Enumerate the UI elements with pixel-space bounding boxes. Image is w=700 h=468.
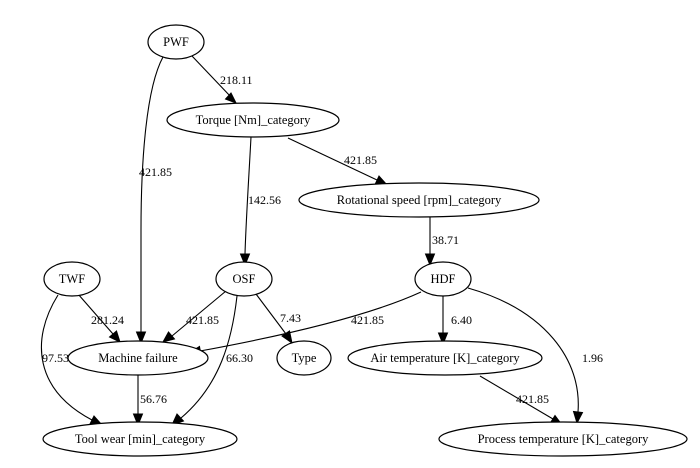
node-label-machine-failure: Machine failure bbox=[98, 351, 178, 365]
node-air-temperature: Air temperature [K]_category bbox=[347, 340, 543, 376]
edge-twf-tool-wear: 97.53 bbox=[40, 294, 104, 426]
edge-label-osf-type: 7.43 bbox=[280, 311, 301, 325]
edge-twf-machine-failure: 281.24 bbox=[77, 293, 124, 343]
node-label-tool-wear: Tool wear [min]_category bbox=[75, 432, 206, 446]
node-rotational-speed: Rotational speed [rpm]_category bbox=[298, 182, 540, 218]
node-label-air-temperature: Air temperature [K]_category bbox=[370, 351, 520, 365]
node-pwf: PWF bbox=[147, 24, 205, 60]
node-label-process-temperature: Process temperature [K]_category bbox=[478, 432, 650, 446]
edge-label-hdf-machine-failure: 421.85 bbox=[351, 313, 384, 327]
edge-rotational-hdf: 38.71 bbox=[424, 216, 459, 267]
edge-hdf-air-temperature: 6.40 bbox=[437, 296, 472, 346]
node-label-rotational-speed: Rotational speed [rpm]_category bbox=[337, 193, 502, 207]
edge-label-twf-tool-wear: 97.53 bbox=[42, 351, 69, 365]
edge-label-rotational-hdf: 38.71 bbox=[432, 233, 459, 247]
edge-label-osf-tool-wear: 66.30 bbox=[226, 351, 253, 365]
node-label-osf: OSF bbox=[233, 272, 256, 286]
edge-hdf-process-temperature: 1.96 bbox=[467, 287, 603, 425]
edge-label-pwf-torque: 218.11 bbox=[220, 73, 253, 87]
edge-torque-osf: 142.56 bbox=[239, 136, 281, 267]
edge-pwf-torque: 218.11 bbox=[191, 55, 253, 104]
edge-osf-tool-wear: 66.30 bbox=[171, 295, 253, 426]
node-type: Type bbox=[276, 340, 332, 376]
edge-label-torque-rotational: 421.85 bbox=[344, 153, 377, 167]
edge-label-pwf-machine-failure: 421.85 bbox=[139, 165, 172, 179]
node-label-type: Type bbox=[292, 351, 317, 365]
node-torque: Torque [Nm]_category bbox=[166, 102, 340, 138]
edge-label-torque-osf: 142.56 bbox=[248, 193, 281, 207]
edge-label-osf-machine-failure: 421.85 bbox=[186, 313, 219, 327]
edge-label-hdf-air-temperature: 6.40 bbox=[451, 313, 472, 327]
node-osf: OSF bbox=[215, 261, 273, 297]
edge-machine-failure-tool-wear: 56.76 bbox=[132, 375, 167, 427]
edge-torque-rotational: 421.85 bbox=[287, 137, 389, 186]
node-label-pwf: PWF bbox=[163, 35, 189, 49]
edge-osf-machine-failure: 421.85 bbox=[162, 290, 227, 343]
node-hdf: HDF bbox=[414, 261, 472, 297]
node-label-twf: TWF bbox=[59, 272, 85, 286]
edge-label-machine-failure-tool-wear: 56.76 bbox=[140, 392, 167, 406]
node-tool-wear: Tool wear [min]_category bbox=[42, 421, 238, 457]
node-label-hdf: HDF bbox=[430, 272, 455, 286]
edge-label-air-temperature-process-temperature: 421.85 bbox=[516, 392, 549, 406]
edge-label-hdf-process-temperature: 1.96 bbox=[582, 351, 603, 365]
node-twf: TWF bbox=[43, 261, 101, 297]
node-label-torque: Torque [Nm]_category bbox=[196, 113, 311, 127]
node-machine-failure: Machine failure bbox=[67, 340, 209, 376]
edge-label-twf-machine-failure: 281.24 bbox=[91, 313, 124, 327]
edge-pwf-machine-failure: 421.85 bbox=[135, 56, 172, 345]
node-process-temperature: Process temperature [K]_category bbox=[438, 421, 688, 457]
edge-air-temperature-process-temperature: 421.85 bbox=[479, 375, 564, 426]
